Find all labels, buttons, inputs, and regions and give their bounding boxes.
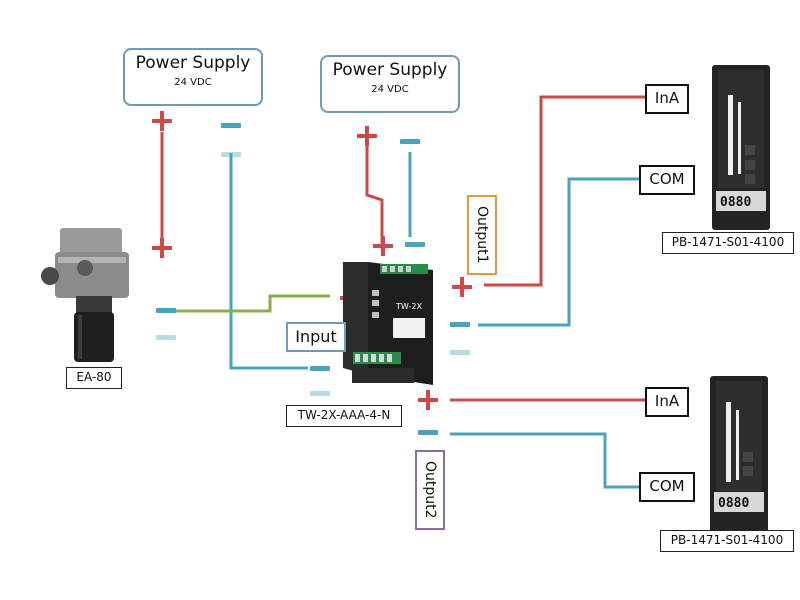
module-label: TW-2X-AAA-4-N	[286, 405, 402, 427]
minus-marker	[310, 391, 330, 396]
minus-marker	[418, 430, 438, 435]
power-supply-voltage: 24 VDC	[371, 84, 409, 95]
minus-marker	[156, 308, 176, 313]
sensor-ea80-image	[41, 228, 129, 362]
power-supply-2: Power Supply 24 VDC	[320, 55, 460, 113]
minus-marker	[221, 123, 241, 128]
meter-2-com-label: COM	[639, 472, 695, 502]
wire-ps2-positive	[365, 137, 384, 243]
meter-1-display: 0880	[720, 195, 751, 210]
minus-marker	[400, 139, 420, 144]
power-supply-title: Power Supply	[332, 60, 448, 80]
minus-marker	[156, 335, 176, 340]
plus-marker	[418, 390, 438, 410]
minus-marker	[221, 152, 241, 157]
power-supply-1: Power Supply 24 VDC	[123, 48, 263, 106]
plus-marker	[357, 126, 377, 146]
output1-label-text: Output1	[474, 206, 490, 264]
meter-1-image	[712, 65, 770, 230]
module-body-text: TW-2X	[395, 302, 422, 311]
wire-ps1-negative	[229, 153, 308, 370]
module-tw-image	[343, 262, 433, 385]
wire-output1-positive	[484, 95, 645, 287]
meter-2-image	[710, 376, 768, 534]
power-supply-voltage: 24 VDC	[174, 77, 212, 88]
minus-marker	[310, 366, 330, 371]
plus-marker	[452, 277, 472, 297]
wire-sensor-signal	[175, 294, 330, 313]
meter-2-display: 0880	[718, 496, 749, 511]
wire-output2-negative	[450, 432, 645, 489]
sensor-label: EA-80	[66, 367, 122, 389]
module-input-label: Input	[286, 322, 346, 352]
minus-marker	[450, 322, 470, 327]
meter-2-ina-label: InA	[645, 387, 689, 417]
meter-1-ina-label: InA	[645, 84, 689, 114]
plus-marker	[152, 111, 172, 131]
power-supply-title: Power Supply	[135, 53, 251, 73]
output2-label-text: Output2	[422, 461, 438, 519]
plus-marker	[152, 238, 172, 258]
minus-marker	[405, 242, 425, 247]
meter-1-com-label: COM	[639, 165, 695, 195]
meter-1-label: PB-1471-S01-4100	[662, 232, 794, 254]
wire-output1-negative	[478, 177, 645, 327]
output1-label: Output1	[467, 195, 497, 275]
output2-label: Output2	[415, 450, 445, 530]
minus-marker	[450, 350, 470, 355]
plus-marker	[373, 236, 393, 256]
meter-2-label: PB-1471-S01-4100	[660, 530, 794, 552]
